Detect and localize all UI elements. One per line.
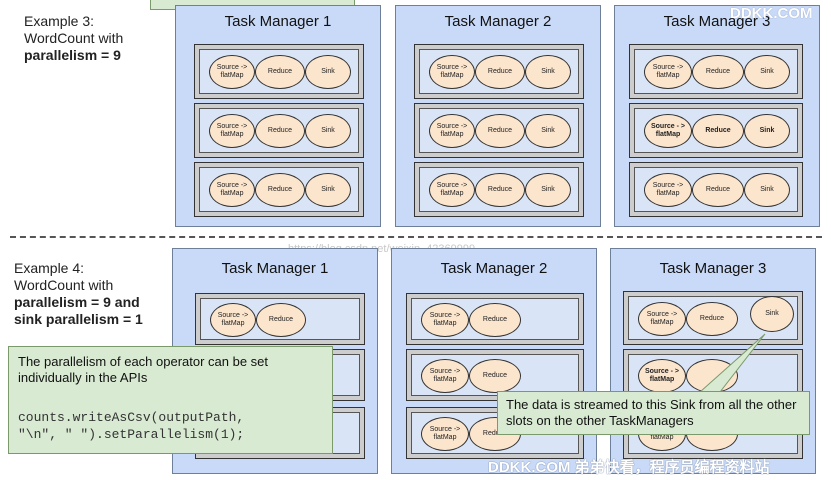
reduce-operator: Reduce [475, 173, 525, 207]
sink-operator: Sink [305, 55, 351, 89]
task-slot: Source -> flatMap Reduce Sink [414, 103, 584, 158]
task-slot: Source -> flatMap Reduce Sink [194, 162, 364, 217]
task-slot: Source -> flatMap Reduce Sink [194, 103, 364, 158]
task-slot: Source -> flatMap Reduce Sink [629, 44, 803, 99]
ex3-task-manager-1: Task Manager 1 Source -> flatMap Reduce … [175, 5, 381, 227]
reduce-operator: Reduce [686, 302, 738, 336]
reduce-operator: Reduce [256, 303, 306, 337]
code-line-1: counts.writeAsCsv(outputPath, [18, 410, 245, 425]
code-line-2: "\n", " ").setParallelism(1); [18, 427, 245, 442]
source-flatmap-operator: Source -> flatMap [429, 114, 475, 148]
source-flatmap-operator: Source - > flatMap [644, 114, 692, 148]
task-slot: Source -> flatMap Reduce Sink [414, 162, 584, 217]
sink-operator: Sink [525, 173, 571, 207]
task-manager-title: Task Manager 2 [444, 13, 552, 30]
ex3-task-manager-2: Task Manager 2 Source -> flatMap Reduce … [395, 5, 601, 227]
source-flatmap-operator: Source -> flatMap [429, 173, 475, 207]
reduce-operator: Reduce [469, 359, 521, 393]
callout-sink-text: The data is streamed to this Sink from a… [506, 397, 797, 428]
reduce-operator: Reduce [475, 114, 525, 148]
task-slot: Source -> flatMap Reduce Sink [414, 44, 584, 99]
source-flatmap-operator: Source -> flatMap [638, 302, 686, 336]
reduce-operator [686, 359, 738, 393]
example4-line1: Example 4: [14, 260, 85, 276]
example3-label: Example 3: WordCount with parallelism = … [24, 13, 123, 64]
sink-operator: Sink [305, 114, 351, 148]
source-flatmap-operator: Source -> flatMap [210, 303, 256, 337]
source-flatmap-operator: Source -> flatMap [421, 303, 469, 337]
sink-operator: Sink [525, 114, 571, 148]
ex4-task-manager-3: Task Manager 3 Source -> flatMap Reduce … [610, 248, 816, 474]
example3-line1: Example 3: [24, 13, 95, 29]
ex4-task-manager-2: Task Manager 2 Source -> flatMap Reduce … [391, 248, 597, 474]
example4-line3: parallelism = 9 and [14, 294, 140, 310]
source-flatmap-operator: Source -> flatMap [209, 173, 255, 207]
source-flatmap-operator: Source -> flatMap [209, 114, 255, 148]
example4-line2: WordCount with [14, 277, 114, 293]
example4-label: Example 4: WordCount with parallelism = … [14, 260, 143, 328]
sink-operator: Sink [750, 296, 794, 332]
reduce-operator: Reduce [255, 173, 305, 207]
watermark-bottom: DDKK.COM 弟弟快看，程序员编程资料站 [488, 459, 770, 476]
sink-stream-callout: The data is streamed to this Sink from a… [497, 391, 810, 435]
parallelism-api-callout: The parallelism of each operator can be … [8, 346, 333, 454]
task-manager-title: Task Manager 3 [659, 260, 767, 277]
reduce-operator: Reduce [692, 114, 744, 148]
reduce-operator: Reduce [475, 55, 525, 89]
sink-operator: Sink [744, 114, 790, 148]
source-flatmap-operator: Source -> flatMap [209, 55, 255, 89]
example3-line2: WordCount with [24, 30, 124, 46]
reduce-operator: Reduce [255, 55, 305, 89]
task-slot: Source -> flatMap Reduce Sink [623, 291, 803, 345]
watermark-top: DDKK.COM [730, 5, 813, 22]
section-divider [10, 236, 822, 238]
example4-line4: sink parallelism = 1 [14, 311, 143, 327]
task-manager-title: Task Manager 2 [440, 260, 548, 277]
task-manager-title: Task Manager 3 [663, 13, 771, 30]
source-flatmap-operator: Source -> flatMap [421, 359, 469, 393]
reduce-operator: Reduce [692, 173, 744, 207]
callout-api-text: The parallelism of each operator can be … [18, 354, 269, 385]
task-slot: Source -> flatMap Reduce [195, 293, 365, 345]
sink-operator: Sink [744, 55, 790, 89]
task-slot: Source -> flatMap Reduce Sink [194, 44, 364, 99]
task-manager-title: Task Manager 1 [221, 260, 329, 277]
sink-operator: Sink [305, 173, 351, 207]
source-flatmap-operator: Source -> flatMap [644, 55, 692, 89]
sink-operator: Sink [744, 173, 790, 207]
task-slot: Source -> flatMap Reduce Sink [629, 162, 803, 217]
source-flatmap-operator: Source -> flatMap [421, 417, 469, 451]
example3-line3: parallelism = 9 [24, 47, 121, 63]
source-flatmap-operator: Source -> flatMap [644, 173, 692, 207]
sink-operator: Sink [525, 55, 571, 89]
reduce-operator: Reduce [255, 114, 305, 148]
task-manager-title: Task Manager 1 [224, 13, 332, 30]
reduce-operator: Reduce [469, 303, 521, 337]
source-flatmap-operator: Source -> flatMap [429, 55, 475, 89]
ex3-task-manager-3: Task Manager 3 Source -> flatMap Reduce … [614, 5, 820, 227]
reduce-operator: Reduce [692, 55, 744, 89]
task-slot: Source - > flatMap Reduce Sink [629, 103, 803, 158]
task-slot: Source -> flatMap Reduce [406, 293, 584, 345]
source-flatmap-operator: Source - > flatMap [638, 359, 686, 393]
